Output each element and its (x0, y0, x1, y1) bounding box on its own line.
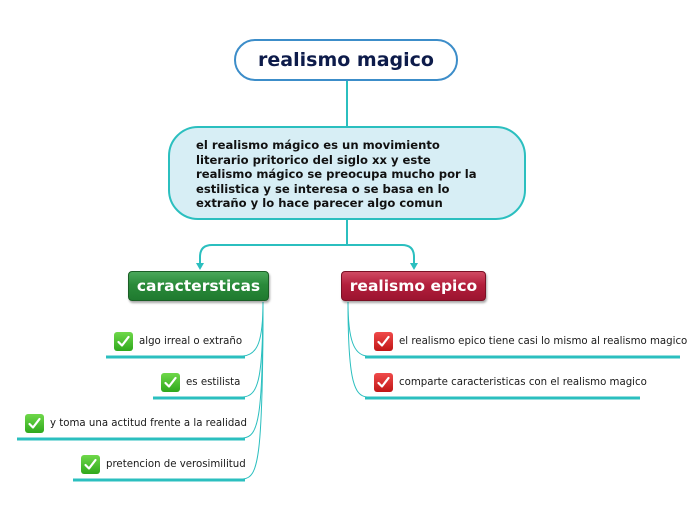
red-checkmark-icon (374, 372, 393, 392)
list-item[interactable]: el realismo epico tiene casi lo mismo al… (374, 330, 687, 352)
branch-caracteristicas[interactable]: caractersticas (128, 271, 269, 301)
item-label: y toma una actitud frente a la realidad (50, 417, 247, 429)
item-label: comparte caracteristicas con el realismo… (399, 376, 647, 388)
description-topic[interactable]: el realismo mágico es un movimiento lite… (168, 126, 526, 220)
list-item[interactable]: pretencion de verosimilitud (81, 453, 246, 475)
list-item[interactable]: es estilista (161, 371, 240, 393)
item-label: pretencion de verosimilitud (106, 458, 246, 470)
root-topic-label: realismo magico (258, 49, 434, 71)
item-label: el realismo epico tiene casi lo mismo al… (399, 335, 688, 347)
root-topic[interactable]: realismo magico (234, 39, 458, 81)
red-checkmark-icon (374, 331, 393, 351)
branch-label: realismo epico (349, 277, 478, 295)
list-item[interactable]: y toma una actitud frente a la realidad (25, 412, 247, 434)
green-checkmark-icon (81, 454, 100, 474)
list-item[interactable]: comparte caracteristicas con el realismo… (374, 371, 647, 393)
green-checkmark-icon (25, 413, 44, 433)
green-checkmark-icon (161, 372, 180, 392)
green-checkmark-icon (114, 331, 133, 351)
item-label: es estilista (186, 376, 241, 388)
list-item[interactable]: algo irreal o extraño (114, 330, 242, 352)
branch-realismo-epico[interactable]: realismo epico (341, 271, 486, 301)
item-label: algo irreal o extraño (139, 335, 243, 347)
branch-label: caractersticas (136, 277, 261, 295)
